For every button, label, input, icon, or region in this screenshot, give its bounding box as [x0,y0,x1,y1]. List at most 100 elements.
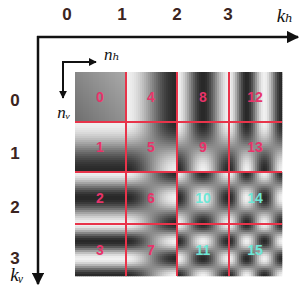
pixel [93,108,95,110]
pixel [107,190,109,192]
pixel [87,158,89,160]
pixel [77,146,79,148]
pixel [103,114,105,116]
pixel [99,214,101,216]
pixel [115,146,117,148]
pixel [79,196,81,198]
pixel [87,130,89,132]
pixel [89,106,91,108]
pixel [103,126,105,128]
pixel [117,132,119,134]
pixel [81,72,83,74]
pixel [111,210,113,212]
pixel [111,150,113,152]
pixel [93,208,95,210]
pixel [89,186,91,188]
pixel [121,128,123,130]
pixel [87,176,89,178]
pixel [85,108,87,110]
pixel [113,146,115,148]
pixel [93,132,95,134]
pixel [119,212,121,214]
pixel [95,124,97,126]
pixel [89,192,91,194]
pixel [115,180,117,182]
pixel [107,100,109,102]
pixel [119,204,121,206]
pixel [81,178,83,180]
pixel [75,88,77,90]
pixel [85,198,87,200]
pixel [113,126,115,128]
pixel [79,180,81,182]
pixel [123,124,125,126]
pixel [115,190,117,192]
pixel [93,218,95,220]
pixel [121,130,123,132]
pixel [123,144,125,146]
pixel [109,188,111,190]
pixel [79,220,81,222]
pixel [83,202,85,204]
pixel [117,82,119,84]
pixel [123,102,125,104]
pixel [77,166,79,168]
pixel [81,114,83,116]
pixel [75,156,77,158]
pixel [107,106,109,108]
pixel [85,128,87,130]
pixel [121,206,123,208]
pixel [85,152,87,154]
pixel [91,174,93,176]
pixel [85,176,87,178]
pixel [111,134,113,136]
pixel [107,164,109,166]
pixel [85,134,87,136]
pixel [81,108,83,110]
pixel [117,90,119,92]
pixel [75,104,77,106]
pixel [99,136,101,138]
pixel [119,140,121,142]
pixel [115,132,117,134]
pixel [107,152,109,154]
pixel [75,80,77,82]
pixel [75,214,77,216]
pixel [107,86,109,88]
pixel [91,136,93,138]
pixel [115,200,117,202]
pixel [119,214,121,216]
pixel [83,200,85,202]
pixel [77,168,79,170]
pixel [121,152,123,154]
pixel [85,104,87,106]
pixel [89,92,91,94]
pixel [117,186,119,188]
pixel [113,112,115,114]
pixel [93,72,95,74]
pixel [111,78,113,80]
pixel [83,82,85,84]
pixel [119,210,121,212]
pixel [91,210,93,212]
pixel [97,118,99,120]
pixel [91,194,93,196]
pixel [87,94,89,96]
pixel [119,104,121,106]
pixel [91,130,93,132]
pixel [91,108,93,110]
pixel [123,98,125,100]
pixel [91,94,93,96]
pixel [85,102,87,104]
pixel [77,114,79,116]
pixel [99,76,101,78]
pixel [107,220,109,222]
pixel [75,166,77,168]
pixel [109,128,111,130]
pixel [105,104,107,106]
pixel [123,82,125,84]
pixel [111,98,113,100]
pixel [81,142,83,144]
pixel [121,114,123,116]
